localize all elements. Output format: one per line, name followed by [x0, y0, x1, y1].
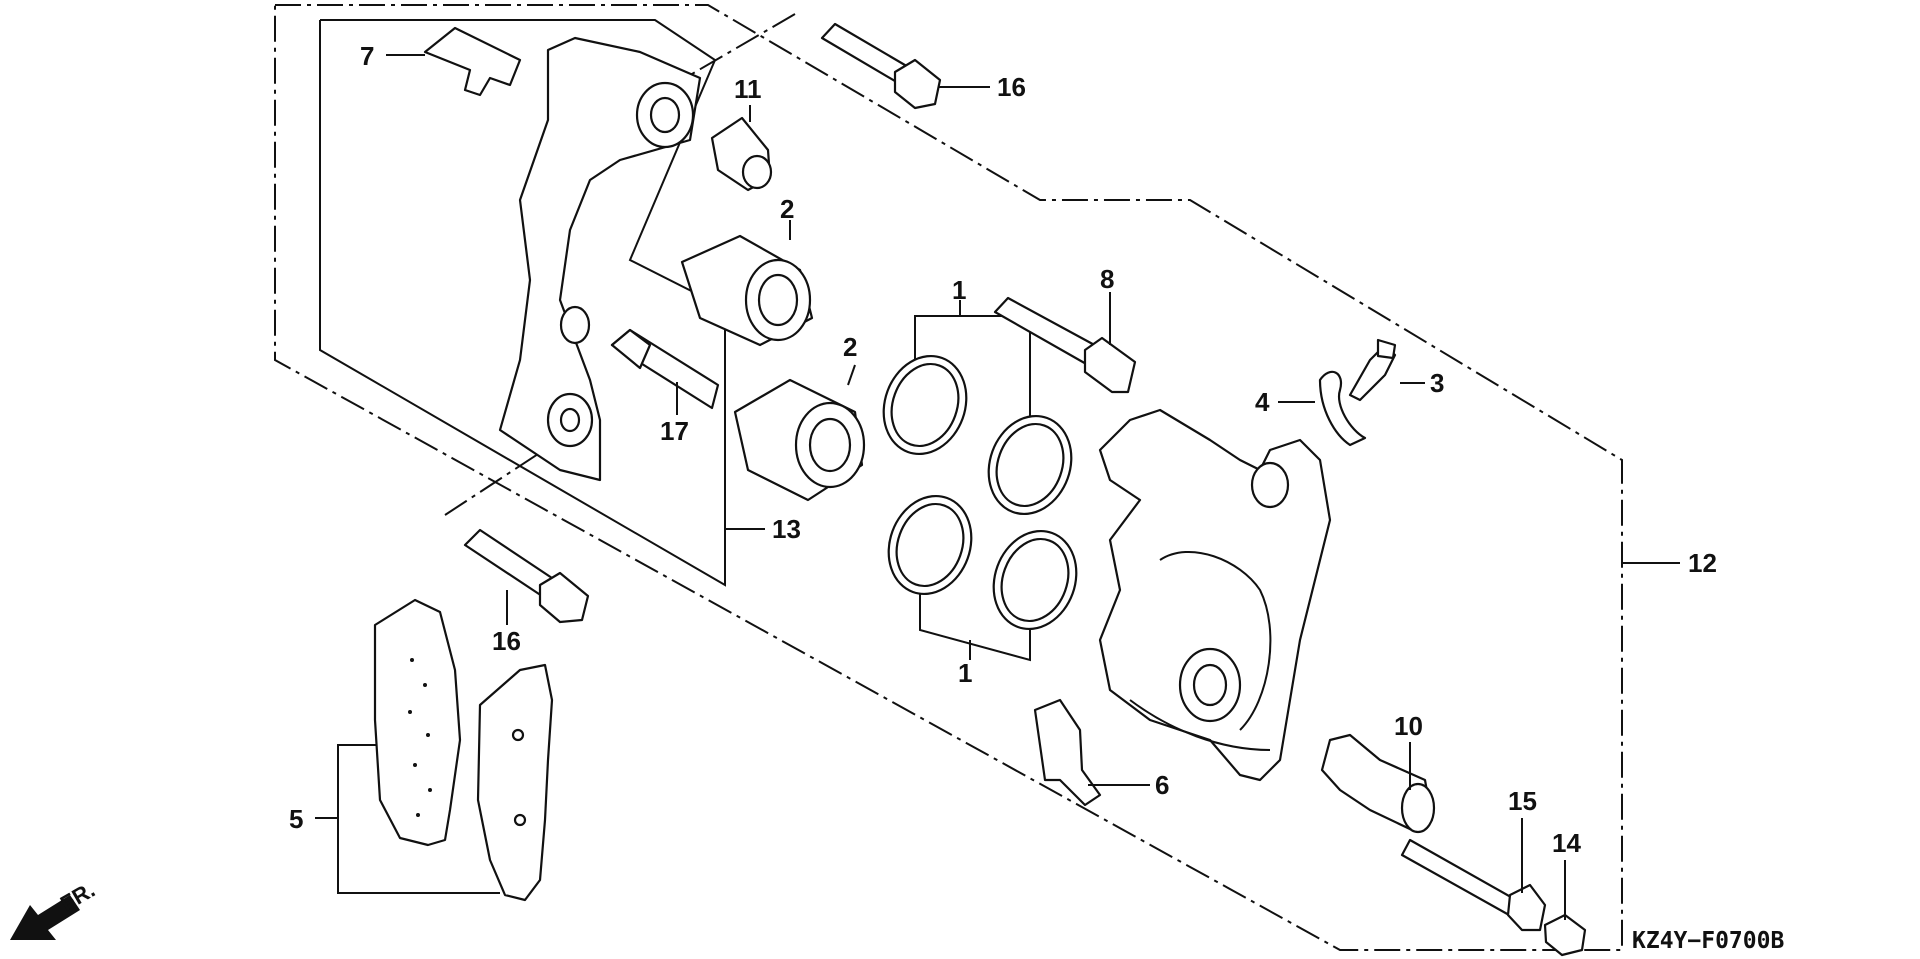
callout-1-bottom: 1	[958, 658, 972, 688]
leader-2b	[847, 364, 856, 386]
callout-8: 8	[1100, 264, 1114, 294]
callout-4: 4	[1255, 387, 1270, 417]
callout-13: 13	[772, 514, 801, 544]
assembly-boundary-12	[274, 4, 1623, 951]
caliper-pin-8	[993, 296, 1137, 394]
callout-2-lower: 2	[843, 332, 857, 362]
mounting-bolt-top	[820, 22, 942, 110]
front-direction-arrow	[10, 895, 80, 940]
piston-upper	[680, 234, 814, 347]
callout-14: 14	[1552, 828, 1581, 858]
seal-bracket-bottom	[919, 590, 1031, 662]
bleeder-valve	[1348, 338, 1397, 402]
caliper-bracket	[498, 36, 702, 482]
callout-10: 10	[1394, 711, 1423, 741]
callout-2-upper: 2	[780, 194, 794, 224]
piston-seals	[882, 354, 1078, 631]
callout-17: 17	[660, 416, 689, 446]
callout-11: 11	[734, 74, 762, 104]
callout-7: 7	[360, 41, 374, 71]
bracket-pin-17	[610, 328, 720, 410]
brake-pad-inner	[476, 663, 554, 902]
callout-3: 3	[1430, 368, 1444, 398]
seal-bracket-top	[914, 315, 1031, 420]
pad-pin-15	[1400, 838, 1547, 932]
bracket-group-boundary-13	[319, 19, 726, 587]
callout-6: 6	[1155, 770, 1169, 800]
callout-16-top: 16	[997, 72, 1026, 102]
callout-15: 15	[1508, 786, 1537, 816]
callout-16-bottom: 16	[492, 626, 521, 656]
diagram-code: KZ4Y−F0700B	[1632, 928, 1784, 954]
caliper-body	[1098, 408, 1332, 782]
slide-pin-10	[1320, 733, 1436, 834]
piston-lower	[733, 378, 866, 502]
brake-pad-outer	[373, 598, 462, 847]
mounting-bolt-bottom	[463, 528, 590, 624]
bleeder-cap	[1318, 370, 1367, 447]
callout-5: 5	[289, 804, 303, 834]
pad-spring	[423, 26, 522, 97]
callout-12: 12	[1688, 548, 1717, 578]
pad-retainer-6	[1033, 698, 1102, 807]
callout-1-top: 1	[952, 275, 966, 305]
pin-boot	[710, 116, 773, 192]
